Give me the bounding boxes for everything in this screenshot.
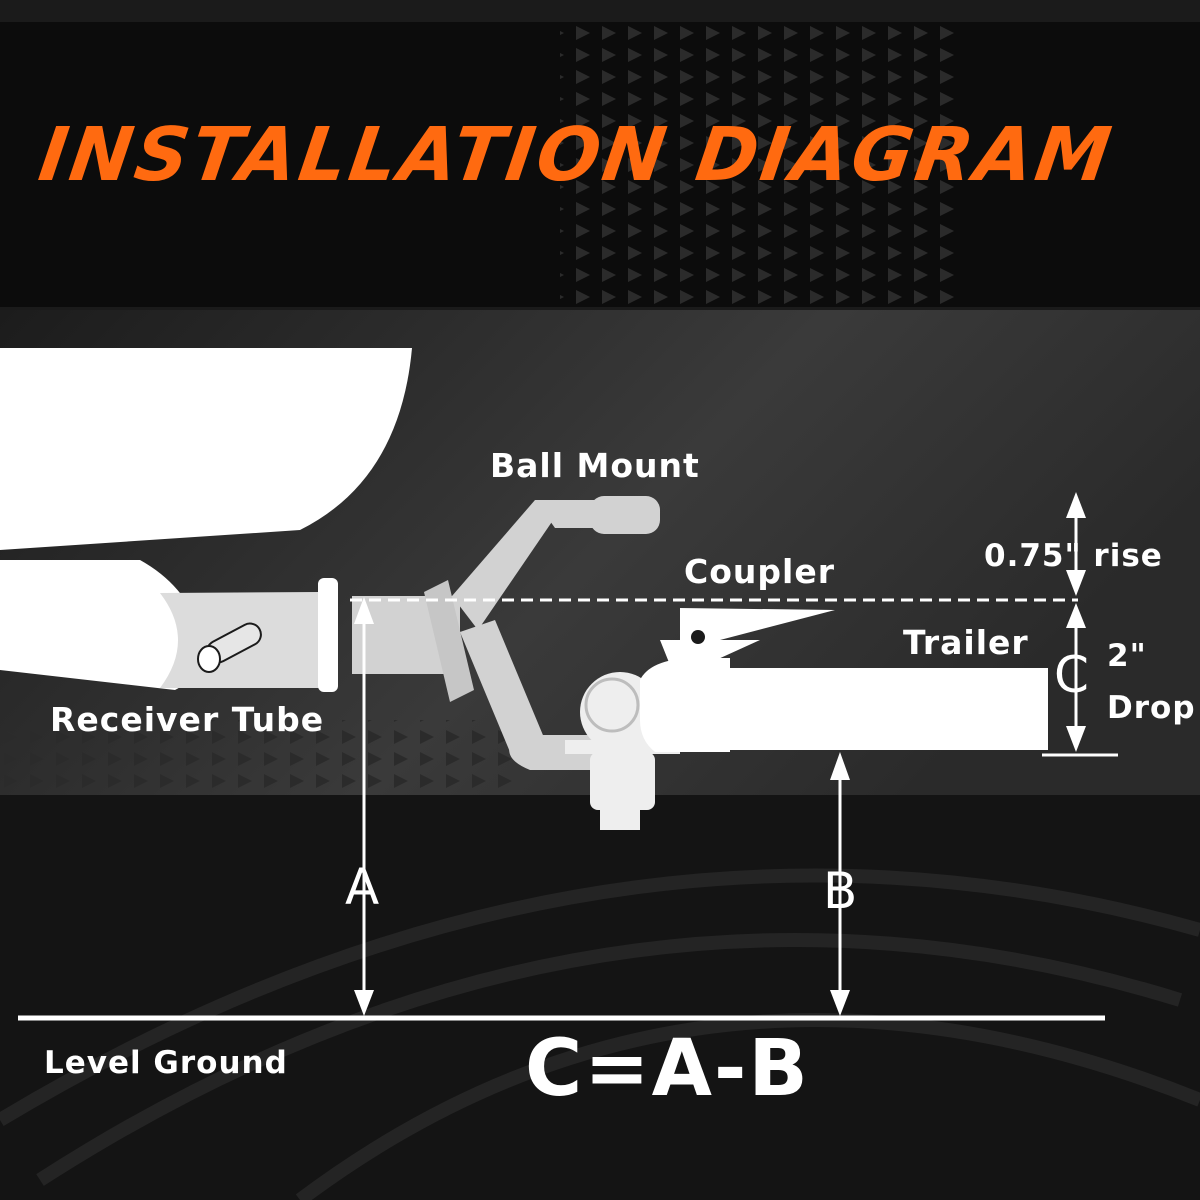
trailer-label: Trailer — [903, 623, 1029, 662]
level-ground-label: Level Ground — [44, 1045, 288, 1081]
tire-tread-texture — [0, 868, 1200, 1200]
drop-word-label: Drop — [1107, 690, 1196, 726]
dimension-a-arrow — [354, 597, 374, 1016]
ball-mount-label: Ball Mount — [490, 446, 700, 485]
trailer-tongue — [705, 668, 1048, 750]
page-title: INSTALLATION DIAGRAM — [33, 112, 1119, 198]
lower-pattern — [0, 720, 520, 795]
header-pattern — [560, 22, 960, 307]
vehicle-hitch-arm — [0, 560, 201, 690]
dimension-b-arrow — [830, 752, 850, 1016]
dimension-c-letter: C — [1054, 646, 1089, 704]
ball-mount-rise-arm — [452, 496, 660, 630]
coupler-label: Coupler — [684, 552, 835, 591]
rise-arrow — [1066, 492, 1086, 596]
drop-formula: C=A-B — [525, 1024, 810, 1114]
vehicle-bumper-shape — [0, 348, 412, 550]
receiver-collar — [318, 578, 338, 692]
dimension-b-letter: B — [823, 862, 858, 920]
drop-arrow — [1042, 603, 1118, 757]
bottom-band — [0, 795, 1200, 1200]
drop-value-label: 2" — [1107, 638, 1147, 674]
dimension-a-letter: A — [345, 858, 380, 916]
receiver-tube-label: Receiver Tube — [50, 700, 325, 739]
ball-mount-clamp — [424, 580, 474, 702]
receiver-pin-icon — [197, 622, 262, 673]
rise-label: 0.75" rise — [984, 538, 1163, 574]
